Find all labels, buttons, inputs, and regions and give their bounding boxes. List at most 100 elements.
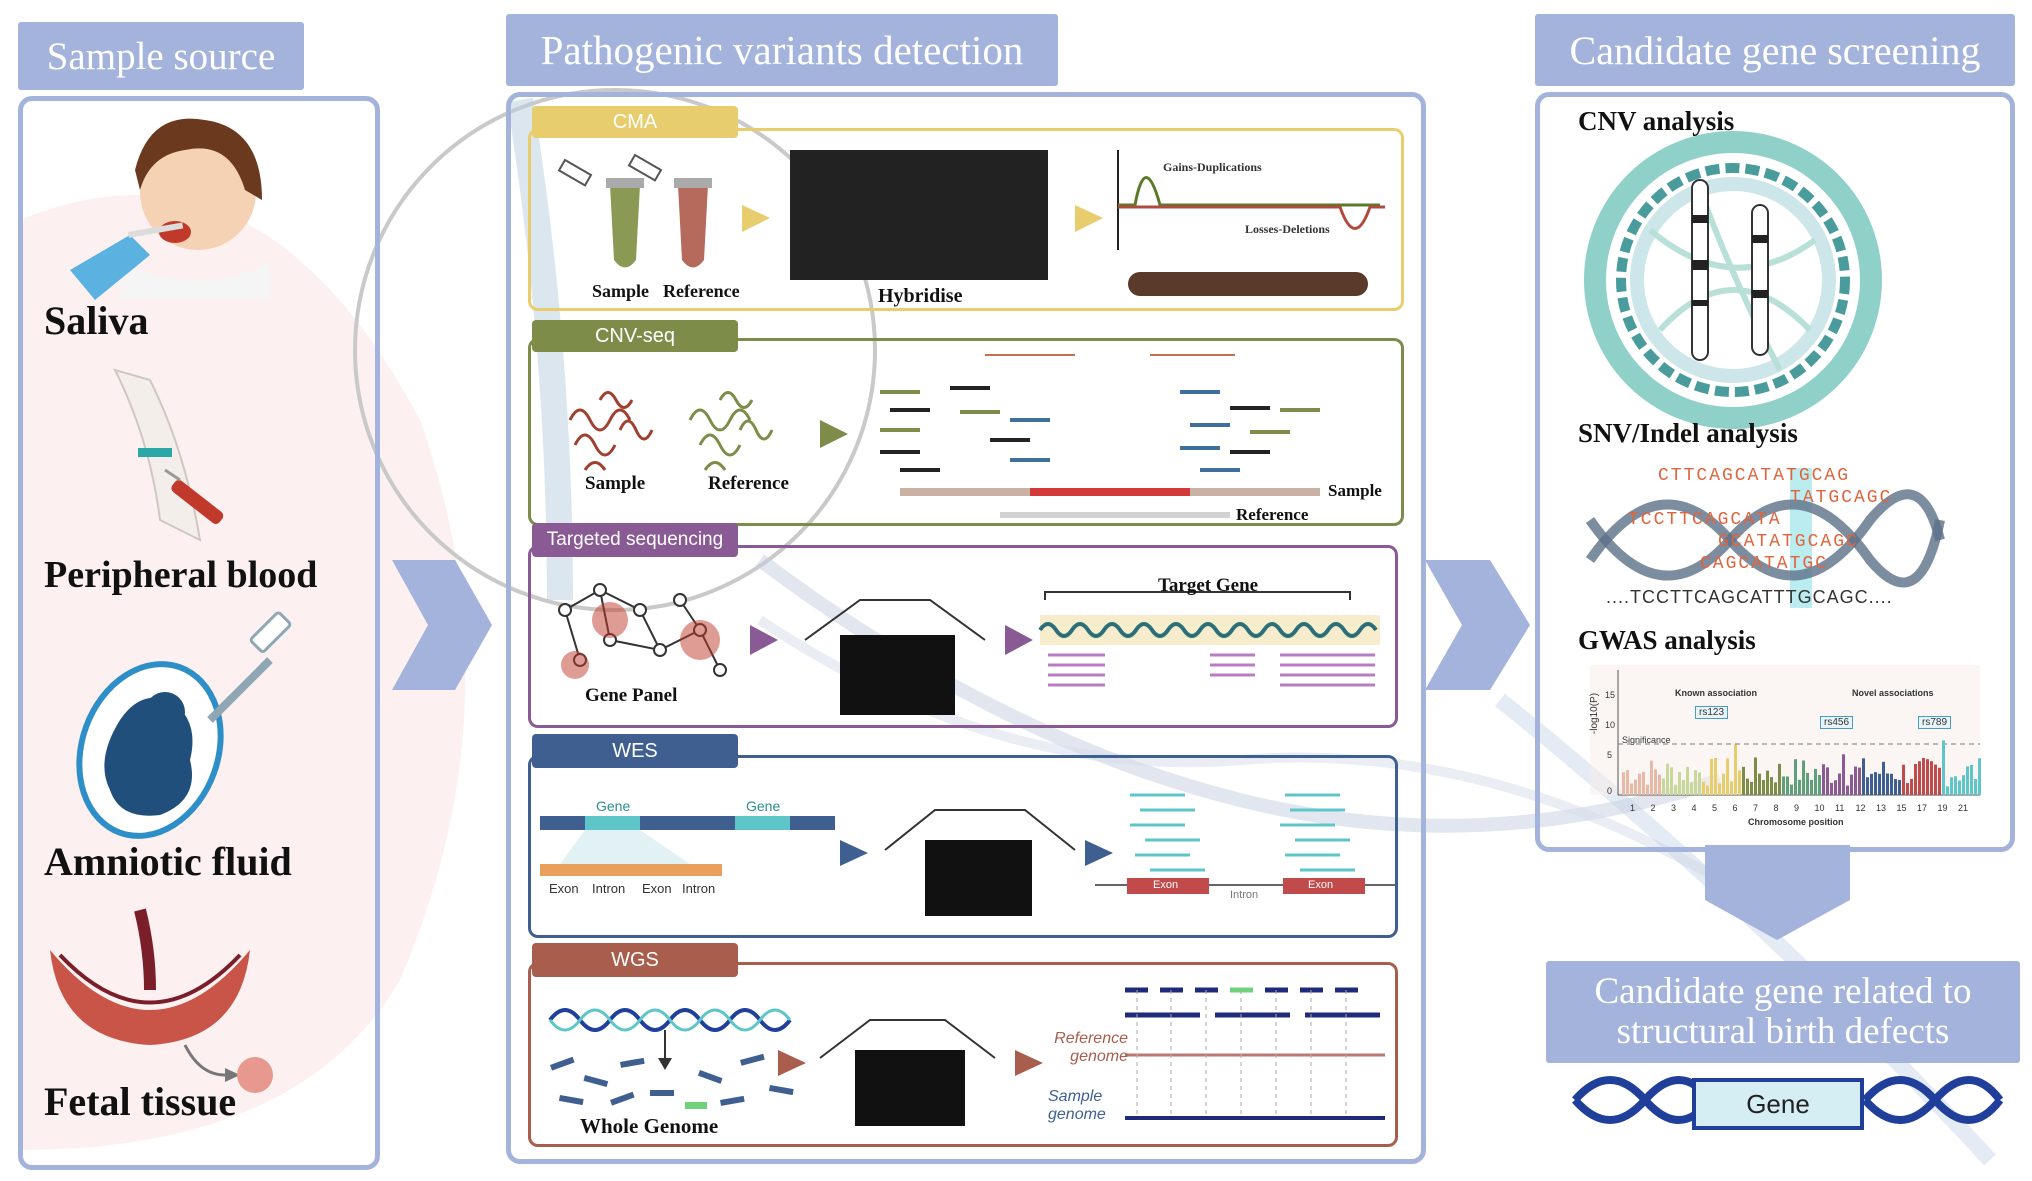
amniotic-fluid-icon xyxy=(76,611,292,839)
whole-genome-label: Whole Genome xyxy=(580,1114,719,1138)
gwas-xtick: 1 xyxy=(1630,803,1636,813)
gwas-bar xyxy=(1734,744,1737,795)
gwas-known-label: Known association xyxy=(1675,688,1758,698)
gwas-novel-label: Novel associations xyxy=(1852,688,1934,698)
gwas-bar xyxy=(1670,767,1673,795)
snv-analysis-label: SNV/Indel analysis xyxy=(1578,418,1798,448)
gwas-xtick: 10 xyxy=(1814,803,1825,813)
gwas-significance-label: Significance xyxy=(1622,735,1671,745)
target-gene-label: Target Gene xyxy=(1158,575,1259,596)
arrow-down-icon xyxy=(1705,845,1850,940)
gwas-xtick: 11 xyxy=(1835,803,1845,813)
gwas-bar xyxy=(1902,764,1905,795)
gwas-bar xyxy=(1954,776,1957,795)
gwas-bar xyxy=(1846,785,1849,795)
gwas-bar xyxy=(1814,768,1817,795)
cnvseq-reference-label: Reference xyxy=(708,473,789,494)
arrow-right-icon xyxy=(392,560,492,690)
screening-title: Candidate gene screening xyxy=(1569,27,1981,73)
gwas-bar xyxy=(1966,766,1969,795)
targeted-section xyxy=(528,545,1398,728)
peripheral-blood-label: Peripheral blood xyxy=(44,554,318,596)
gwas-bar xyxy=(1830,782,1833,795)
wes-tag-label: WES xyxy=(612,739,658,762)
wes-intron2-label: Intron xyxy=(682,881,716,896)
hybridise-array xyxy=(790,150,1048,280)
detection-panel xyxy=(506,92,1426,1164)
saliva-label: Saliva xyxy=(44,298,149,343)
gwas-bar xyxy=(1834,780,1837,795)
gwas-bar xyxy=(1638,773,1641,795)
peripheral-blood-icon xyxy=(113,368,224,542)
gwas-bar xyxy=(1890,773,1893,795)
gwas-bar xyxy=(1654,769,1657,795)
cnvseq-reference-track-label: Reference xyxy=(1236,505,1309,524)
result-title: Candidate gene related to structural bir… xyxy=(1594,971,1972,1052)
gwas-bar xyxy=(1850,774,1853,795)
gwas-ytick-0: 0 xyxy=(1607,786,1613,796)
gwas-bar xyxy=(1658,774,1661,795)
gwas-bar xyxy=(1666,763,1669,795)
gwas-bar xyxy=(1926,759,1929,795)
gwas-ytick-15: 15 xyxy=(1605,690,1616,700)
cma-section xyxy=(528,128,1404,311)
gwas-bar xyxy=(1958,780,1961,795)
detection-header: Pathogenic variants detection xyxy=(506,14,1058,86)
gwas-bar xyxy=(1678,772,1681,795)
cma-reference-label: Reference xyxy=(663,281,740,301)
gwas-bar xyxy=(1906,783,1909,795)
gwas-bar xyxy=(1754,757,1757,795)
snv-read-4: GCATATGCAGC xyxy=(1718,532,1859,552)
result-header: Candidate gene related to structural bir… xyxy=(1546,961,2020,1063)
screening-panel xyxy=(1535,92,2015,852)
gwas-bar xyxy=(1922,757,1925,795)
gwas-xtick: 2 xyxy=(1650,803,1656,813)
gwas-xtick: 8 xyxy=(1773,803,1779,813)
gwas-bar xyxy=(1910,778,1913,795)
cnvseq-tag: CNV-seq xyxy=(532,320,738,352)
wes-exon2-label: Exon xyxy=(642,881,672,896)
detection-title: Pathogenic variants detection xyxy=(540,27,1024,73)
losses-label: Losses-Deletions xyxy=(1245,222,1330,236)
wes-gene1-label: Gene xyxy=(596,798,631,814)
cnvseq-sample-label: Sample xyxy=(585,473,646,494)
wes-exon1-label: Exon xyxy=(549,881,579,896)
gwas-xtick: 4 xyxy=(1691,803,1697,813)
gwas-bar xyxy=(1698,772,1701,795)
snv-consensus: ....TCCTTCAGCATTTGCAGC.... xyxy=(1606,587,1893,607)
gwas-xtick: 13 xyxy=(1876,803,1887,813)
gwas-bar xyxy=(1802,760,1805,795)
gwas-bar xyxy=(1634,779,1637,795)
sample-source-title: Sample source xyxy=(46,34,276,78)
gwas-bar xyxy=(1786,776,1789,795)
gene-box-label: Gene xyxy=(1746,1088,1810,1119)
cma-tag-label: CMA xyxy=(612,110,658,133)
screening-header: Candidate gene screening xyxy=(1535,14,2015,86)
gwas-bar xyxy=(1702,781,1705,795)
sample-genome-label: Sample genome xyxy=(1048,1088,1106,1123)
wgs-tag: WGS xyxy=(532,943,738,977)
gwas-bar xyxy=(1942,740,1945,795)
gwas-bar xyxy=(1642,771,1645,795)
wes-exon-a-label: Exon xyxy=(1153,879,1179,891)
fetal-tissue-icon xyxy=(50,908,273,1093)
gwas-bar xyxy=(1862,758,1865,795)
gwas-xtick: 19 xyxy=(1937,803,1948,813)
gwas-bar xyxy=(1650,760,1653,795)
gwas-xtick: 15 xyxy=(1896,803,1907,813)
gwas-xtick: 7 xyxy=(1753,803,1759,813)
gwas-bar xyxy=(1818,774,1821,795)
gwas-bar xyxy=(1878,773,1881,795)
saliva-child-icon xyxy=(70,118,270,300)
wes-tag: WES xyxy=(532,734,738,768)
gwas-bar xyxy=(1938,767,1941,795)
gwas-bar xyxy=(1774,782,1777,795)
wgs-tag-label: WGS xyxy=(611,948,659,971)
gene-panel-label: Gene Panel xyxy=(585,685,678,706)
gwas-bar xyxy=(1918,761,1921,795)
